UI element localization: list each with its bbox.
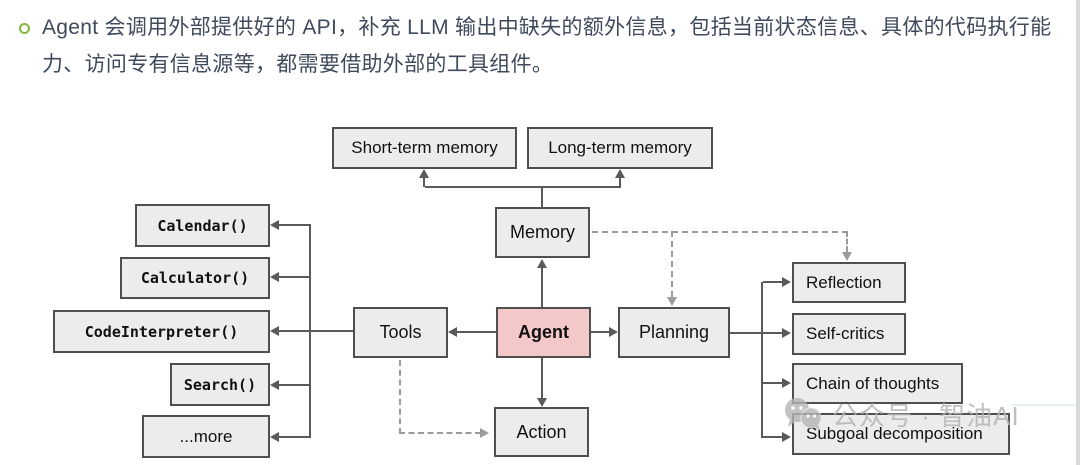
connector-agent-memory <box>541 267 543 307</box>
arrowhead-calculator <box>270 272 279 282</box>
node-code-interpreter: CodeInterpreter() <box>53 310 270 353</box>
arrowhead-tools <box>448 327 457 337</box>
node-calendar: Calendar() <box>135 204 270 247</box>
arrowhead-more <box>270 432 279 442</box>
faint-divider-line <box>1012 404 1080 406</box>
node-subgoal-decomposition: Subgoal decomposition <box>792 413 1010 455</box>
connector-trunk-search <box>279 384 310 386</box>
arrowhead-calendar <box>270 220 279 230</box>
node-long-term-memory: Long-term memory <box>527 127 713 169</box>
connector-agent-action <box>541 358 543 399</box>
arrowhead-dashed-action <box>480 428 489 438</box>
bullet-icon <box>19 23 30 34</box>
connector-trunk-reflection <box>763 281 783 283</box>
node-memory: Memory <box>495 207 590 258</box>
node-agent: Agent <box>496 307 591 358</box>
dashed-memory-reflection <box>846 231 848 252</box>
node-short-term-memory: Short-term memory <box>332 127 517 169</box>
right-edge-strip <box>1076 0 1080 465</box>
node-search: Search() <box>170 363 270 406</box>
connector-trunk-calculator <box>279 276 310 278</box>
connector-trunk-subgoal <box>763 436 783 438</box>
arrowhead-shortterm <box>419 169 429 178</box>
arrowhead-selfcritics <box>782 328 791 338</box>
dashed-memory-right <box>592 231 848 233</box>
arrowhead-chain <box>782 378 791 388</box>
connector-memory-shortterm <box>423 177 425 187</box>
arrowhead-dashed-planning <box>667 297 677 306</box>
node-action: Action <box>494 407 589 457</box>
arrowhead-memory <box>537 259 547 268</box>
header-text: Agent 会调用外部提供好的 API，补充 LLM 输出中缺失的额外信息，包括… <box>42 16 1052 76</box>
node-more: ...more <box>142 415 270 458</box>
arrowhead-codeinterpreter <box>270 326 279 336</box>
dashed-tools-action <box>399 432 481 434</box>
node-self-critics: Self-critics <box>792 313 906 355</box>
arrowhead-search <box>270 380 279 390</box>
connector-agent-planning <box>591 331 611 333</box>
arrowhead-planning <box>609 327 618 337</box>
node-planning: Planning <box>618 307 730 358</box>
node-chain-of-thoughts: Chain of thoughts <box>792 363 963 404</box>
node-reflection: Reflection <box>792 262 906 303</box>
dashed-tools-down <box>399 360 401 434</box>
node-calculator: Calculator() <box>120 257 270 299</box>
connector-trunk-calendar <box>279 224 310 226</box>
arrowhead-subgoal <box>782 432 791 442</box>
connector-agent-tools <box>456 331 496 333</box>
connector-trunk-codeinterpreter <box>279 330 310 332</box>
connector-memory-stub <box>541 186 543 207</box>
arrowhead-longterm <box>615 169 625 178</box>
arrowhead-action <box>537 398 547 407</box>
connector-memory-branch <box>425 186 621 188</box>
arrowhead-reflection <box>782 277 791 287</box>
node-tools: Tools <box>353 307 448 358</box>
connector-trunk-chain <box>763 382 783 384</box>
connector-memory-longterm <box>619 177 621 187</box>
arrowhead-dashed-reflection <box>842 252 852 261</box>
connector-trunk-tools <box>309 330 353 332</box>
connector-trunk-more <box>279 436 310 438</box>
connector-planning-vtrunk <box>761 282 763 438</box>
dashed-memory-planning <box>671 231 673 297</box>
connector-planning-trunk <box>730 332 783 334</box>
